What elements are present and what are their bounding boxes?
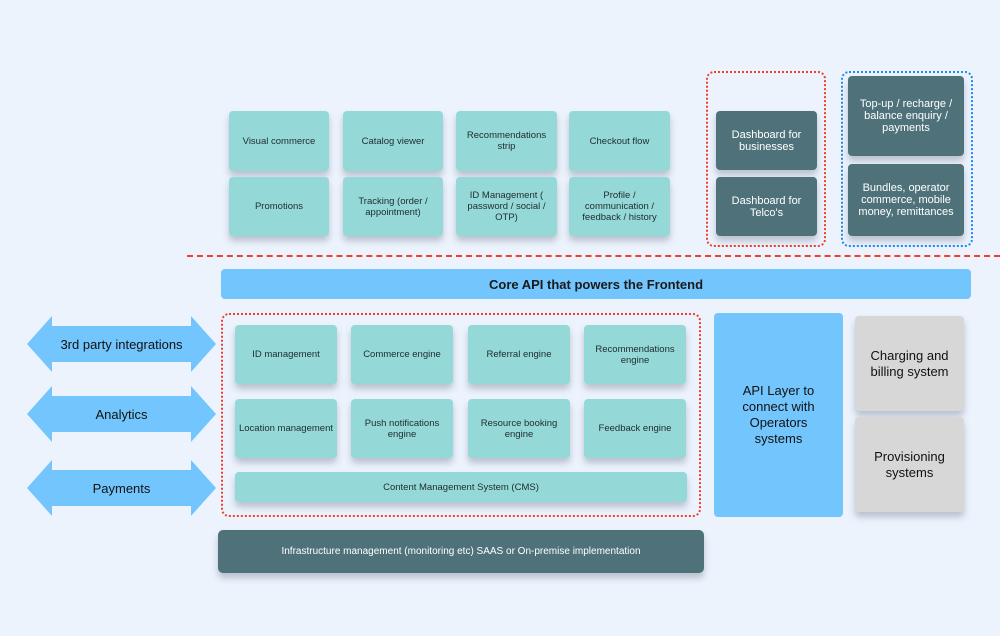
dashboard-box: Dashboard for businesses (716, 111, 817, 170)
dashboard-box: Dashboard for Telco's (716, 177, 817, 236)
frontend-module: Recommendations strip (456, 111, 557, 171)
frontend-module: Catalog viewer (343, 111, 443, 171)
integration-arrow: Analytics (27, 386, 216, 442)
frontend-module: Checkout flow (569, 111, 670, 171)
operator-system-box: Charging and billing system (855, 316, 964, 411)
arrow-label: Analytics (95, 406, 148, 422)
backend-module: Push notifications engine (351, 399, 453, 458)
backend-module: Commerce engine (351, 325, 453, 384)
double-arrow-icon (27, 316, 216, 372)
frontend-module: Promotions (229, 177, 329, 236)
integration-arrow: 3rd party integrations (27, 316, 216, 372)
telco-service-box: Top-up / recharge / balance enquiry / pa… (848, 76, 964, 156)
backend-module: Location management (235, 399, 337, 458)
arrow-label: Payments (92, 480, 151, 496)
frontend-module: Profile / communication / feedback / his… (569, 177, 670, 236)
api-layer-box: API Layer to connect with Operators syst… (714, 313, 843, 517)
infrastructure-bar: Infrastructure management (monitoring et… (218, 530, 704, 573)
backend-module: Feedback engine (584, 399, 686, 458)
arrow-label: 3rd party integrations (60, 336, 183, 352)
telco-services-group (841, 71, 973, 247)
dashboards-group (706, 71, 826, 247)
core-api-bar: Core API that powers the Frontend (221, 269, 971, 299)
frontend-module: ID Management ( password / social / OTP) (456, 177, 557, 236)
integration-arrow: Payments (27, 460, 216, 516)
backend-module: Recommendations engine (584, 325, 686, 384)
frontend-backend-divider (187, 255, 1000, 257)
operator-system-box: Provisioning systems (855, 417, 964, 512)
double-arrow-icon (27, 460, 216, 516)
backend-module: Referral engine (468, 325, 570, 384)
backend-engines-group (221, 313, 701, 517)
telco-service-box: Bundles, operator commerce, mobile money… (848, 164, 964, 236)
cms-bar: Content Management System (CMS) (235, 472, 687, 502)
backend-module: Resource booking engine (468, 399, 570, 458)
backend-module: ID management (235, 325, 337, 384)
frontend-module: Tracking (order / appointment) (343, 177, 443, 236)
frontend-module: Visual commerce (229, 111, 329, 171)
double-arrow-icon (27, 386, 216, 442)
